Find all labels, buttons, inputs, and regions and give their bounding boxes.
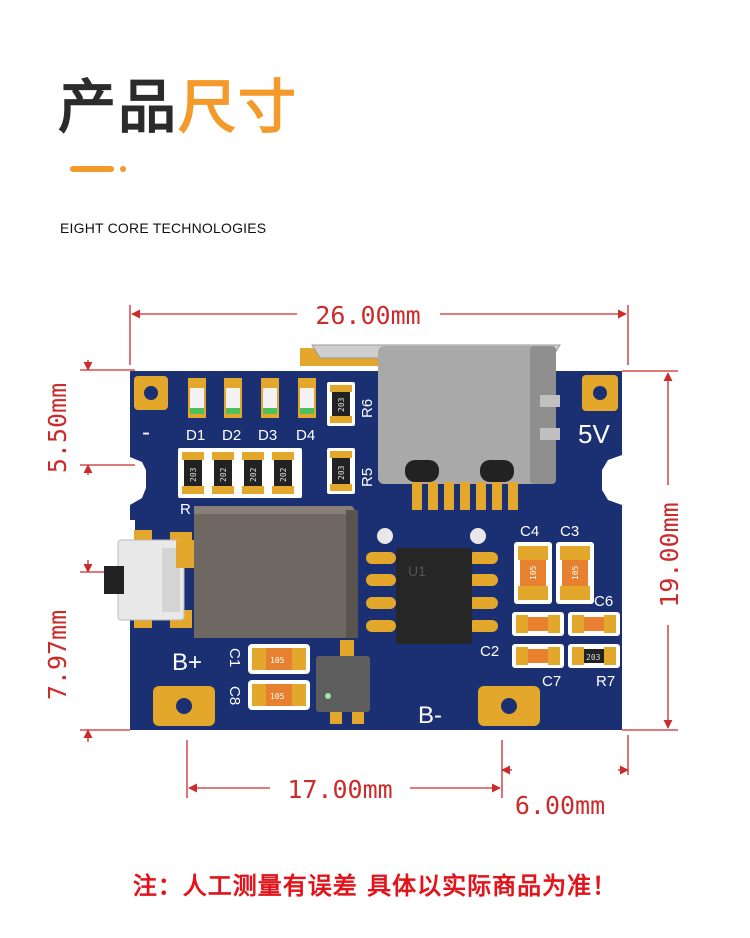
ref-d4: D4 [296,427,315,444]
cap-code-c8: 105 [270,692,285,701]
ref-d3: D3 [258,427,277,444]
dim-width [129,305,629,365]
res-code-b: 202 [219,467,228,482]
inductor [176,506,358,638]
cap-c1-c8: 105 105 [248,644,310,710]
ref-r5: R5 [359,468,376,487]
resistor-r6: 203 [327,382,355,426]
dim-height-label: 19.00mm [655,502,684,607]
pad-bplus-label: B+ [172,649,202,676]
res-code-c: 202 [249,467,258,482]
ref-c3: C3 [560,523,579,540]
page-title: 产品尺寸 [58,72,298,142]
ic-chip: U1 [366,528,498,644]
slide-switch [104,530,192,628]
usb-c-connector [300,344,561,510]
company-name: EIGHT CORE TECHNOLOGIES [60,220,267,236]
resistor-r5: 203 [327,448,355,494]
dim-left-lower-label: 7.97mm [43,610,72,700]
res-code-r7: 203 [586,653,601,662]
title-underline [70,166,114,172]
dim-bottom-main-label: 17.00mm [287,775,392,804]
title-underline-dot [120,166,126,172]
dim-left-upper [80,360,135,475]
dim-width-label: 26.00mm [315,301,420,330]
title-accent: 尺寸 [178,73,299,141]
ref-r-left: R [180,501,191,518]
pad-minus-label: - [142,419,150,446]
led-row [188,378,316,418]
ref-c4: C4 [520,523,539,540]
ref-r7: R7 [596,673,615,690]
title-dark: 产品 [58,73,179,141]
mount-holes [144,386,607,714]
ref-c1: C1 [226,648,243,667]
dim-bottom-main [186,740,503,798]
mosfet-chip [316,640,370,724]
res-code-r5: 203 [337,465,346,480]
dim-bottom-right [501,735,629,775]
dim-left-upper-label: 5.50mm [43,383,72,473]
disclaimer-note: 注：人工测量有误差 具体以实际商品为准！ [132,872,618,900]
cap-code-c1: 105 [270,656,285,665]
ref-c2: C2 [480,643,499,660]
ref-r6: R6 [359,399,376,418]
res-code-a: 203 [189,467,198,482]
res-code-d: 202 [279,467,288,482]
ic-ref: U1 [408,563,426,579]
pad-bminus-label: B- [418,702,442,729]
small-caps: 203 [512,612,620,668]
res-code-r6: 203 [337,397,346,412]
ref-c8: C8 [226,686,243,705]
cap-code-c4: 105 [529,565,538,580]
ref-c6: C6 [594,593,613,610]
ref-c7: C7 [542,673,561,690]
dim-bottom-right-label: 6.00mm [515,791,605,820]
cap-c4-c3: 105 105 [514,542,594,604]
cap-code-c3: 105 [571,565,580,580]
pad-5v-label: 5V [578,419,610,449]
dim-height [622,370,678,731]
ref-d2: D2 [222,427,241,444]
resistor-row: 203 202 202 202 [178,448,302,498]
ref-d1: D1 [186,427,205,444]
